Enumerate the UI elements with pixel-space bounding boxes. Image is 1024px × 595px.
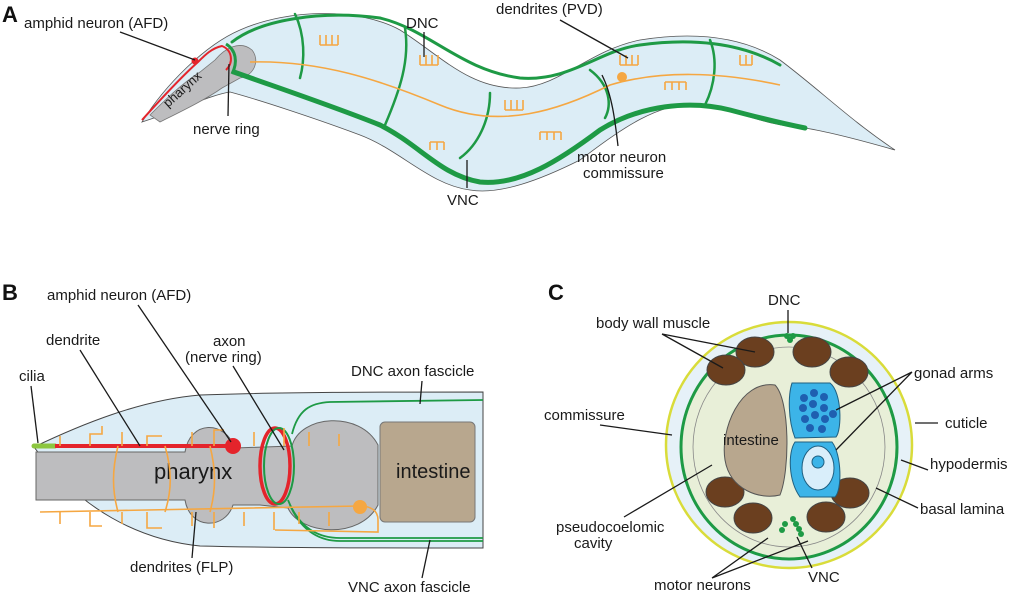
muscles-c	[705, 336, 870, 534]
label-a-motor-1: motor neuron	[577, 149, 666, 166]
commissure-a-2	[383, 26, 408, 127]
leader-b-dnc-fascicle	[419, 380, 423, 405]
gonad-nuclei-c	[799, 389, 837, 433]
commissure-a-5	[703, 38, 716, 107]
leader-b-axon	[232, 365, 285, 451]
label-a-nerve-ring: nerve ring	[193, 121, 260, 138]
panel-a-letter: A	[2, 2, 18, 27]
label-c-muscle: body wall muscle	[596, 315, 710, 332]
panel-b-letter: B	[2, 280, 18, 305]
commissure-a-3	[458, 91, 492, 160]
pharynx-label-b: pharynx	[154, 459, 232, 484]
leader-a-motor	[601, 74, 619, 147]
afd-neuron-a	[141, 44, 232, 121]
label-c-gonad: gonad arms	[914, 365, 993, 382]
leader-b-amphid	[137, 304, 232, 443]
basal-lamina-c	[692, 346, 886, 548]
vnc-fascicle-b	[287, 499, 483, 542]
leader-c-vnc	[796, 536, 813, 569]
panel-c: C intestine	[544, 280, 1008, 594]
panel-a: A pharynx	[2, 1, 896, 209]
leader-c-hypodermis	[900, 459, 929, 471]
flp-branches-b	[59, 426, 340, 530]
label-c-commissure: commissure	[544, 407, 625, 424]
commissure-a-1	[293, 12, 305, 80]
label-a-amphid: amphid neuron (AFD)	[24, 15, 168, 32]
nerve-ring-b	[263, 427, 295, 505]
leader-c-commissure	[599, 424, 673, 436]
label-b-cilia: cilia	[19, 368, 45, 385]
label-c-basal: basal lamina	[920, 501, 1005, 518]
vnc-a	[231, 69, 808, 185]
intestine-c	[723, 384, 788, 497]
label-b-vnc-fascicle: VNC axon fascicle	[348, 579, 471, 595]
label-b-amphid: amphid neuron (AFD)	[47, 287, 191, 304]
label-b-dnc-fascicle: DNC axon fascicle	[351, 363, 474, 380]
dnc-fascicle-b	[291, 399, 484, 435]
label-a-pvd: dendrites (PVD)	[496, 1, 603, 18]
flp-cell-body-b	[353, 500, 367, 514]
oocyte-nucleus-c	[811, 455, 825, 469]
intestine-label-b: intestine	[396, 461, 471, 483]
leader-c-muscle	[661, 333, 756, 369]
pvd-dendrites-a	[249, 35, 781, 150]
leader-c-gonad	[835, 371, 913, 451]
vnc-c	[779, 516, 804, 537]
leader-a-pvd	[559, 19, 629, 59]
leader-b-dendrite	[79, 349, 141, 447]
label-b-axon-1: axon	[213, 333, 246, 350]
label-c-pseudo-1: pseudocoelomic	[556, 519, 665, 536]
intestine-label-c: intestine	[723, 432, 779, 449]
label-b-dendrite: dendrite	[46, 332, 100, 349]
panel-b: B pharynx intestine amphid neuron (AFD) …	[2, 280, 484, 595]
dnc-c	[784, 333, 796, 343]
panel-c-letter: C	[548, 280, 564, 305]
leader-b-flp	[191, 511, 197, 559]
afd-axon-ring-b	[258, 426, 292, 506]
leader-c-motor	[711, 537, 809, 579]
leader-b-cilia	[30, 385, 39, 444]
label-c-pseudo-2: cavity	[574, 535, 613, 552]
label-a-vnc: VNC	[447, 192, 479, 209]
leader-b-vnc-fascicle	[421, 539, 431, 579]
label-a-motor-2: commissure	[583, 165, 664, 182]
leader-c-pseudo	[623, 464, 713, 518]
label-c-vnc: VNC	[808, 569, 840, 586]
label-b-flp: dendrites (FLP)	[130, 559, 233, 576]
label-c-hypodermis: hypodermis	[930, 456, 1008, 473]
label-c-cuticle: cuticle	[945, 415, 988, 432]
label-a-dnc: DNC	[406, 15, 439, 32]
pvd-cell-body	[617, 72, 627, 82]
leader-a-nerve-ring	[227, 63, 230, 117]
worm-body	[141, 13, 896, 192]
leader-a-amphid	[119, 31, 196, 61]
label-c-dnc: DNC	[768, 292, 801, 309]
label-c-motor: motor neurons	[654, 577, 751, 594]
afd-cell-body-b	[225, 438, 241, 454]
intestine-b	[379, 421, 476, 523]
dnc-a	[230, 13, 782, 80]
leader-c-basal	[875, 487, 919, 509]
label-b-axon-2: (nerve ring)	[185, 349, 262, 366]
commissure-a-4	[588, 68, 610, 120]
